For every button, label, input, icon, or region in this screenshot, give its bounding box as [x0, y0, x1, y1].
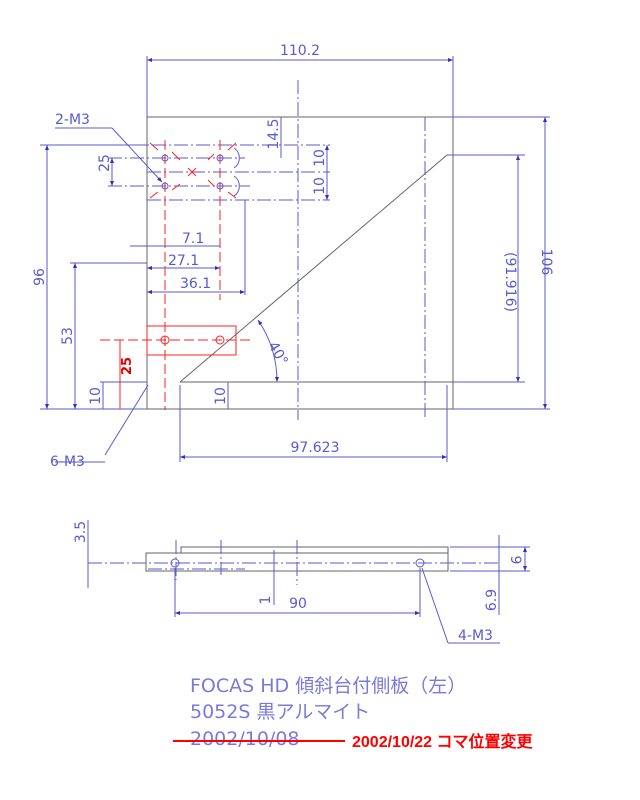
- title-line-2: 5052S 黒アルマイト: [190, 701, 370, 723]
- dim-1: 1: [258, 596, 274, 605]
- dim-left-10: 10: [88, 387, 104, 405]
- dim-height-106: 106: [538, 249, 554, 276]
- dim-pitch-90: 90: [289, 596, 307, 612]
- dim-hole-pitch: 25: [97, 154, 113, 172]
- dim-height-96: 96: [32, 268, 48, 286]
- front-hole-callout: 2-M3: [55, 112, 90, 128]
- dim-top-offset: 14.5: [266, 118, 282, 149]
- slope-edge: [179, 154, 448, 383]
- bottom-hole-callout: 6-M3: [50, 454, 85, 470]
- dim-mid-10: 10: [213, 387, 229, 405]
- side-view: 3.5 1 90 9 6.9 4-M3: [73, 520, 530, 644]
- dim-height-53: 53: [60, 327, 76, 345]
- dim-width: 110.2: [280, 43, 320, 59]
- dim-7-1: 7.1: [182, 231, 204, 247]
- m3-holes: [161, 154, 224, 190]
- old-date: 2002/10/08: [190, 728, 300, 750]
- dim-lower-10: 10: [312, 177, 328, 195]
- front-view: 110.2 97.623 40° 106 (91.916) 96 53 10 1…: [32, 43, 554, 470]
- dim-thickness-9: 9: [507, 556, 523, 565]
- dim-6-9: 6.9: [484, 589, 500, 611]
- revision-note: 2002/10/22 コマ位置変更: [352, 732, 534, 751]
- title-block: FOCAS HD 傾斜台付側板（左） 5052S 黒アルマイト 2002/10/…: [173, 675, 534, 751]
- dim-36-1: 36.1: [180, 276, 211, 292]
- dim-base-length: 97.623: [291, 440, 340, 456]
- dim-upper-10: 10: [312, 149, 328, 167]
- side-hole-callout: 4-M3: [458, 628, 493, 644]
- title-line-1: FOCAS HD 傾斜台付側板（左）: [190, 675, 466, 697]
- dim-red-25: 25: [120, 357, 135, 375]
- dim-3-5: 3.5: [73, 521, 89, 543]
- dim-angle: 40°: [265, 339, 291, 369]
- dim-27-1: 27.1: [168, 253, 199, 269]
- dim-ref-height: (91.916): [502, 252, 518, 312]
